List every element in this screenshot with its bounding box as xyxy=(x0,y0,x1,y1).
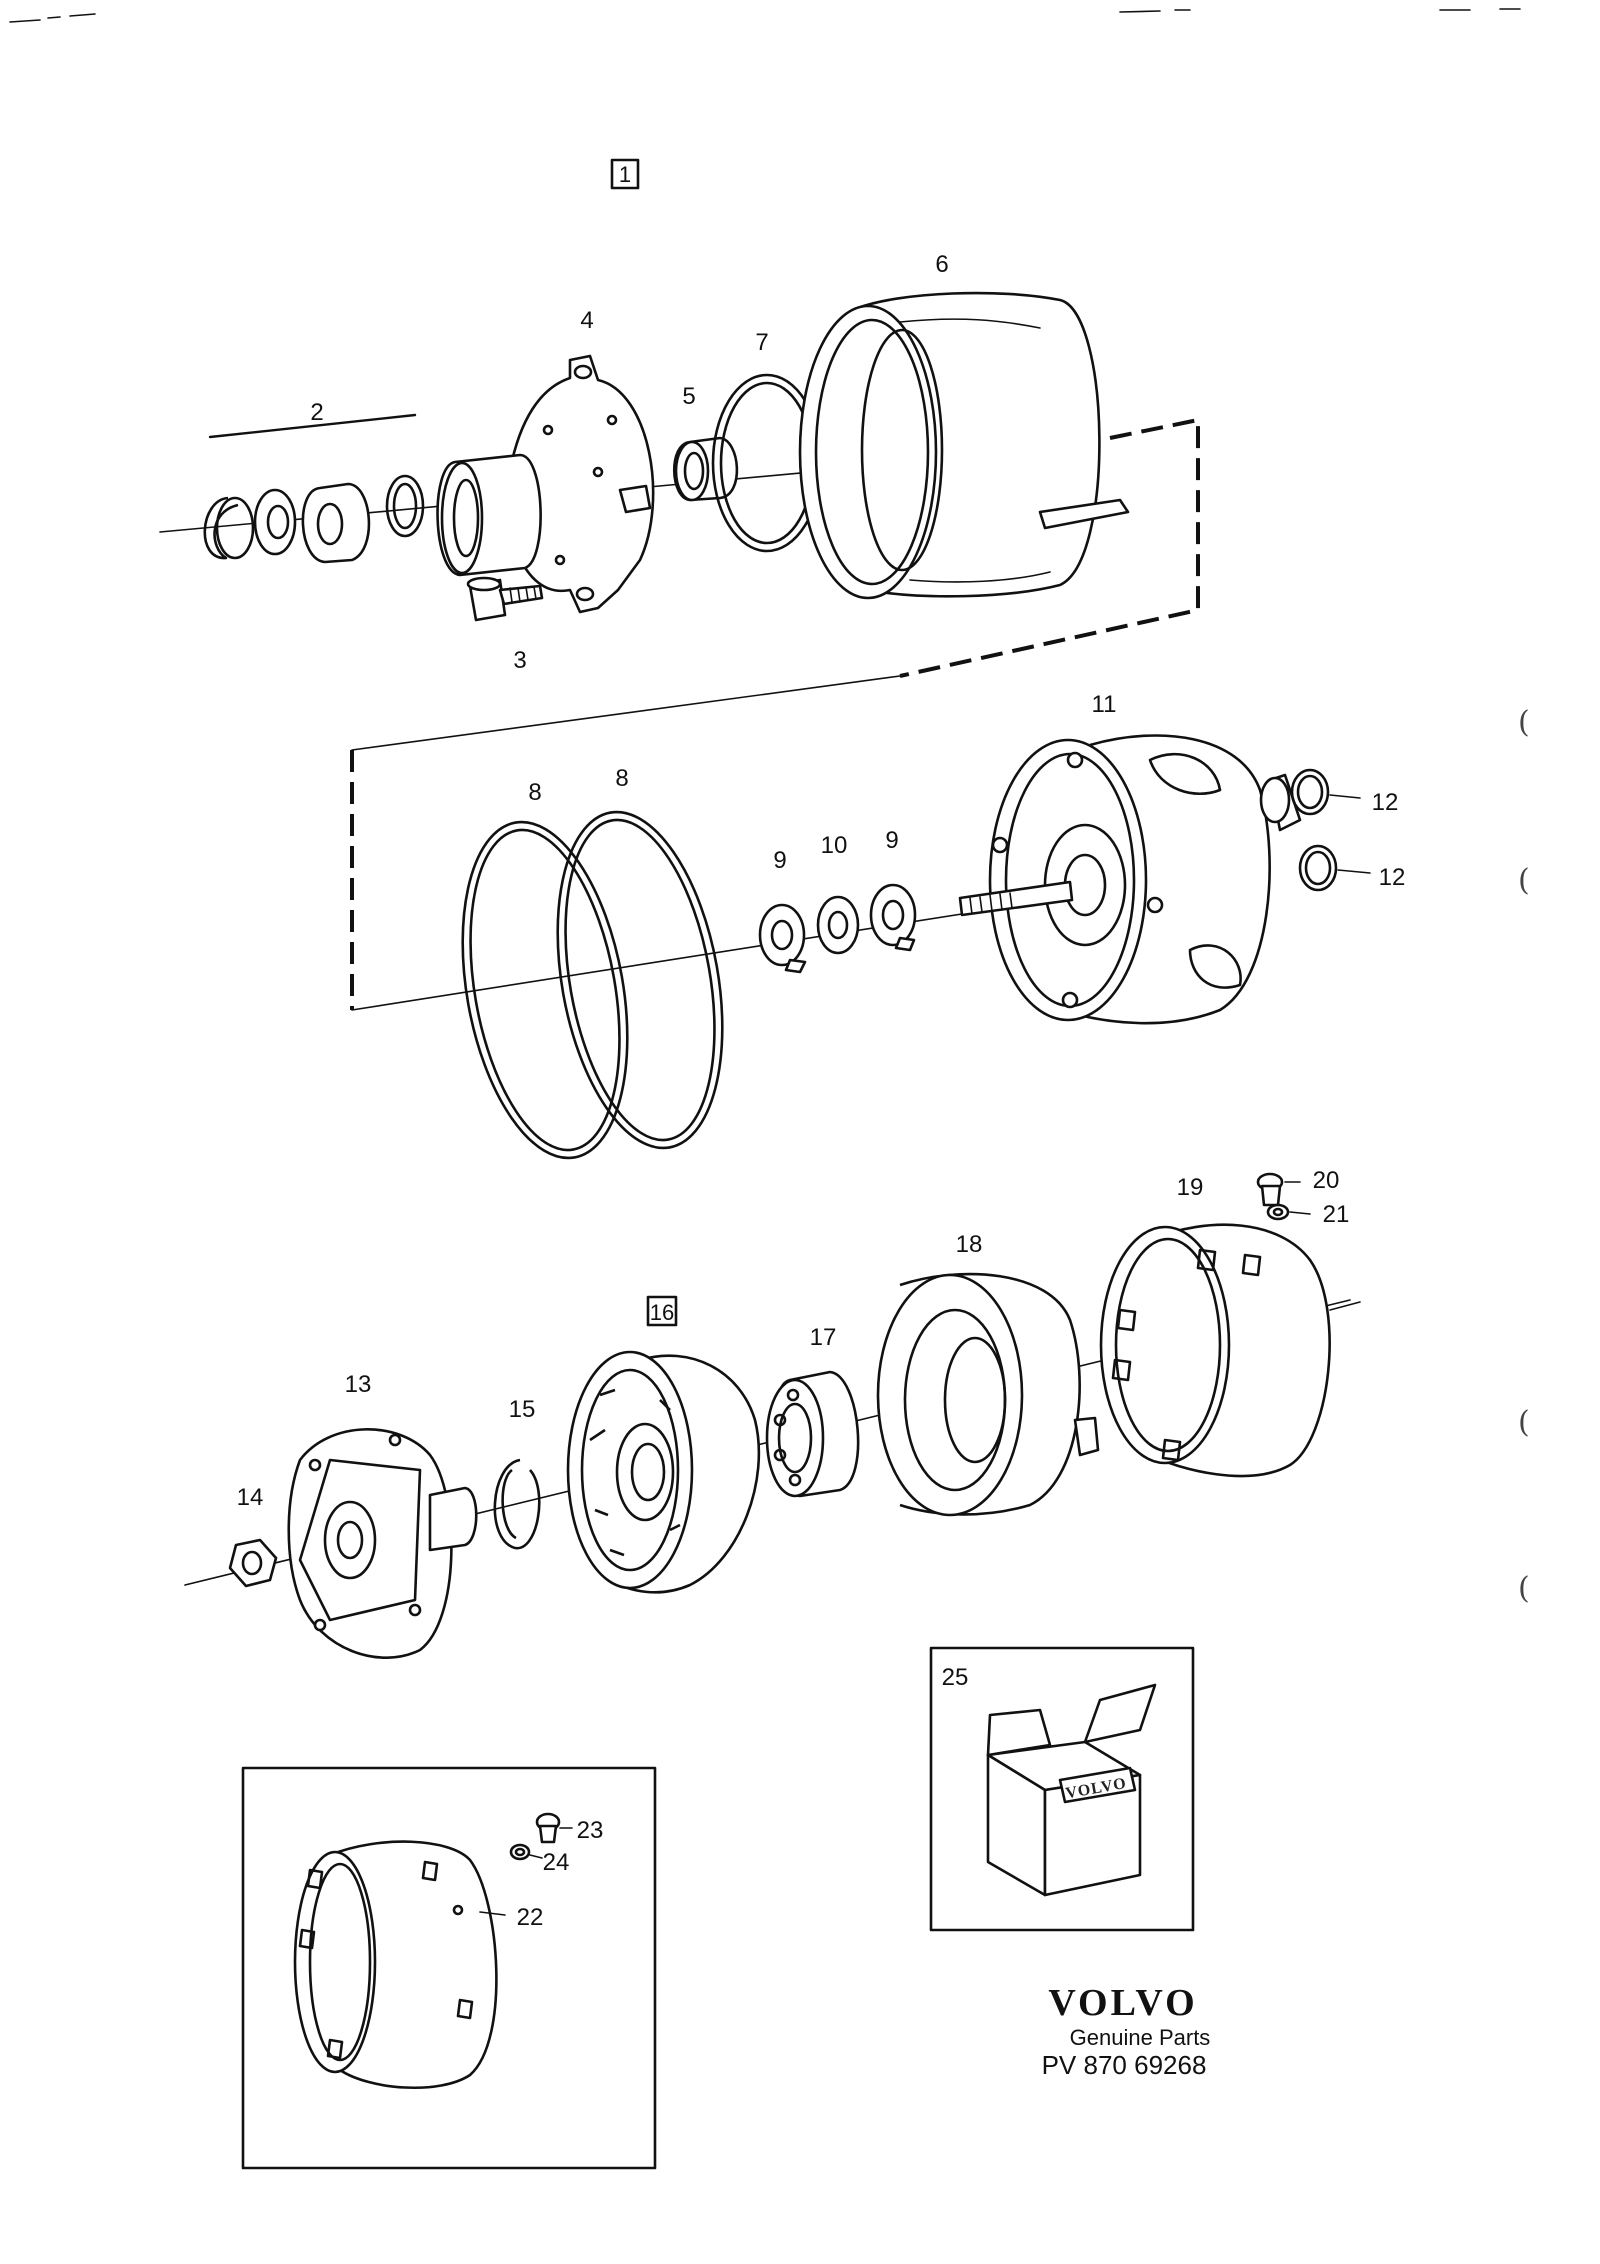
margin-mark-1: ( xyxy=(1518,705,1530,740)
callout-6: 6 xyxy=(935,251,948,278)
part-code: PV 870 69268 xyxy=(1042,2050,1207,2080)
scan-artifacts xyxy=(9,8,1521,23)
part-8-seal-rings xyxy=(461,810,724,1160)
margin-mark-4: ( xyxy=(1518,1571,1530,1606)
margin-mark-2: ( xyxy=(1518,863,1530,898)
inset-box-shroud-alt xyxy=(241,1766,657,2170)
callout-25: 25 xyxy=(942,1664,969,1691)
callout-8-left: 8 xyxy=(528,779,541,806)
callout-13: 13 xyxy=(345,1371,372,1398)
group-marker-label: 1 xyxy=(619,162,631,187)
callout-7: 7 xyxy=(755,329,768,356)
section-3-assembly xyxy=(184,1172,1361,1659)
callout-4: 4 xyxy=(580,307,593,334)
margin-mark-3: ( xyxy=(1518,1405,1530,1440)
callout-17: 17 xyxy=(810,1324,837,1351)
callout-2: 2 xyxy=(310,399,323,426)
section-2-assembly xyxy=(350,675,1371,1160)
callout-9-left: 9 xyxy=(773,847,786,874)
callout-20: 20 xyxy=(1313,1167,1340,1194)
callout-3: 3 xyxy=(513,647,526,674)
brand-logo: VOLVO xyxy=(1048,1982,1197,2024)
margin-marks: ( ( ( ( xyxy=(1518,705,1530,1606)
callout-21: 21 xyxy=(1323,1201,1350,1228)
part-15-snap-ring xyxy=(493,1458,541,1550)
callout-5: 5 xyxy=(682,383,695,410)
callout-10: 10 xyxy=(821,832,848,859)
callout-15: 15 xyxy=(509,1396,536,1423)
part-2-retaining-set xyxy=(203,474,425,564)
part-12-o-rings xyxy=(1290,768,1371,892)
part-18-coil xyxy=(876,1272,1100,1517)
callout-23: 23 xyxy=(577,1817,604,1844)
callout-16: 16 xyxy=(650,1300,674,1325)
part-3-bolt xyxy=(466,576,544,622)
callout-labels: 2 3 4 5 6 7 8 8 9 10 9 11 12 12 13 14 15… xyxy=(237,251,1406,1931)
callout-22: 22 xyxy=(517,1904,544,1931)
callout-14: 14 xyxy=(237,1484,264,1511)
part-17-ball-bearing xyxy=(765,1370,860,1498)
part-5-needle-bearing xyxy=(672,436,739,502)
part-4-bearing-housing xyxy=(436,354,655,614)
callout-11: 11 xyxy=(1092,691,1117,718)
callout-24: 24 xyxy=(543,1849,570,1876)
part-14-nut xyxy=(228,1538,278,1588)
part-13-drive-hub xyxy=(287,1428,478,1659)
brand-block: VOLVO Genuine Parts PV 870 69268 xyxy=(1042,1982,1211,2080)
brand-subtitle: Genuine Parts xyxy=(1070,2025,1211,2050)
part-9-10-washers xyxy=(758,883,917,974)
callout-9-right: 9 xyxy=(885,827,898,854)
section-1-assembly xyxy=(159,291,1200,678)
callout-12-top: 12 xyxy=(1372,789,1399,816)
part-16-pulley xyxy=(566,1350,761,1594)
part-11-cylinder-block xyxy=(958,734,1302,1025)
group-marker: 1 xyxy=(610,158,640,190)
callout-18: 18 xyxy=(956,1231,983,1258)
callout-12-bottom: 12 xyxy=(1379,864,1406,891)
callout-19: 19 xyxy=(1177,1174,1204,1201)
part-19-shroud xyxy=(1099,1223,1361,1478)
inset-box-kit: VOLVO xyxy=(929,1646,1195,1932)
part-6-compressor-shell xyxy=(798,291,1130,600)
callout-8-right: 8 xyxy=(615,765,628,792)
part-20-21-screw-washer xyxy=(1256,1172,1311,1221)
